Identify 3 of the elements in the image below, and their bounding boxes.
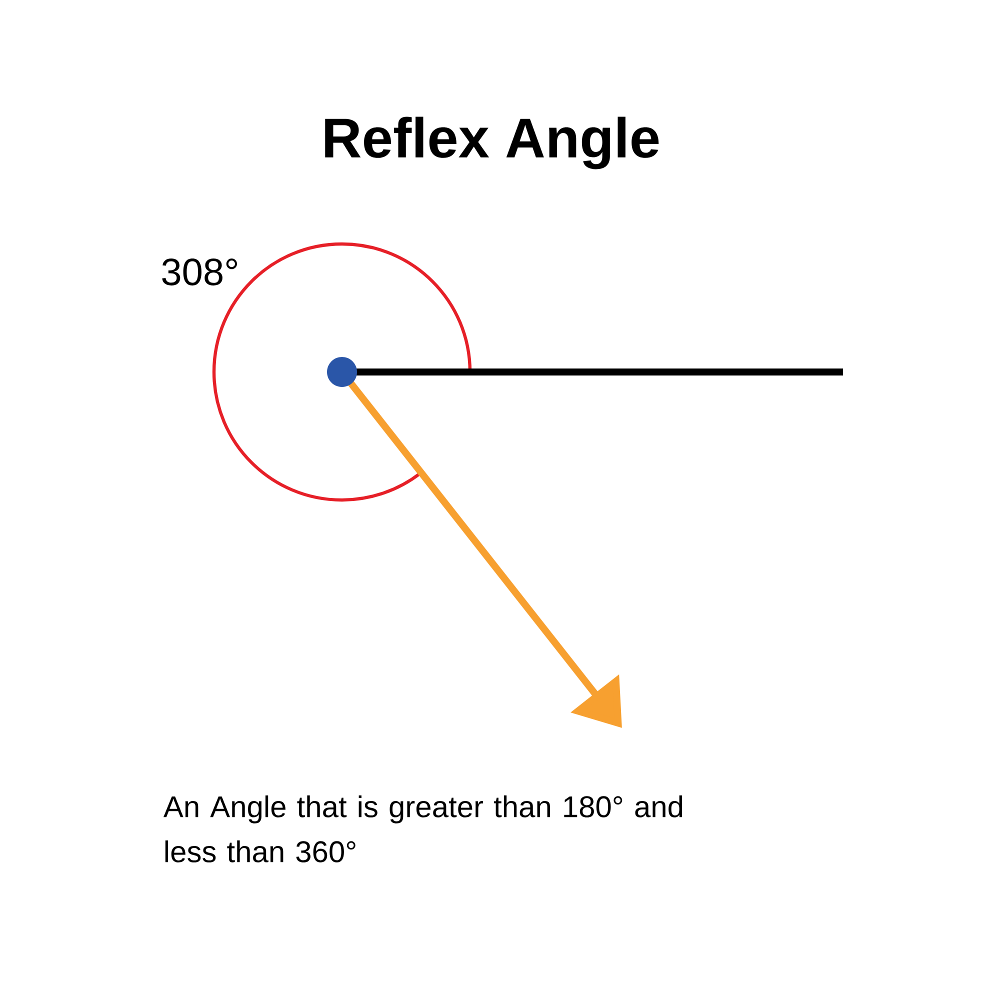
angle-label: 308°: [162, 258, 237, 286]
title: Reflex Angle: [325, 116, 659, 170]
caption: An Angle that is greater than 180° and less than 360°: [163, 795, 682, 862]
